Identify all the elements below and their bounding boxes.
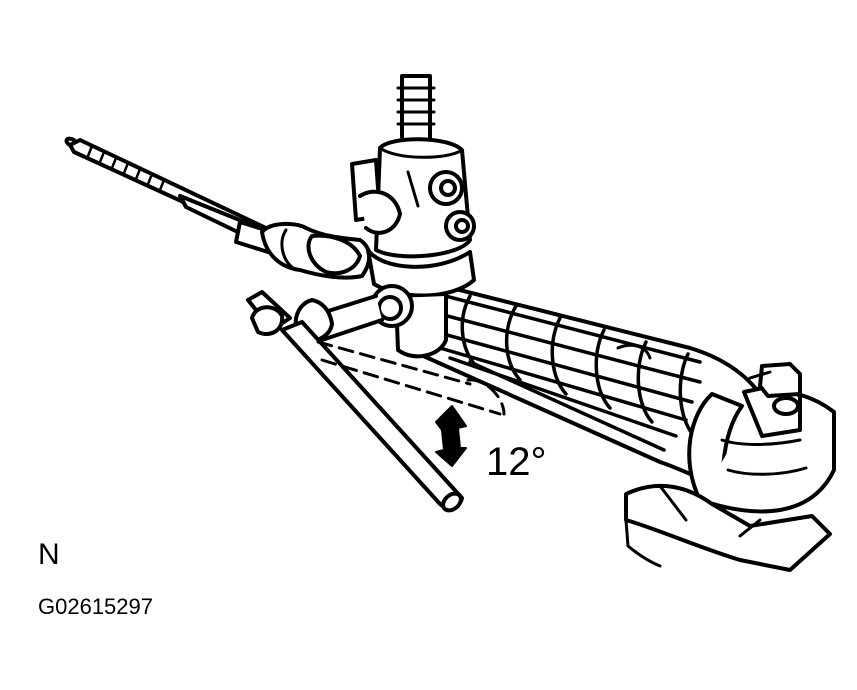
mounting-bracket	[687, 362, 836, 526]
tie-rod	[64, 136, 274, 254]
rotation-arrow-icon	[435, 405, 467, 467]
wrench-handle	[246, 290, 464, 513]
left-boot	[260, 221, 372, 280]
vehicle-frame	[624, 484, 832, 572]
view-letter: N	[38, 538, 60, 571]
angle-label: 12°	[486, 440, 547, 484]
figure-code: G02615297	[38, 594, 153, 619]
rack-housing	[408, 278, 772, 502]
angle-reference-lines	[316, 340, 506, 416]
